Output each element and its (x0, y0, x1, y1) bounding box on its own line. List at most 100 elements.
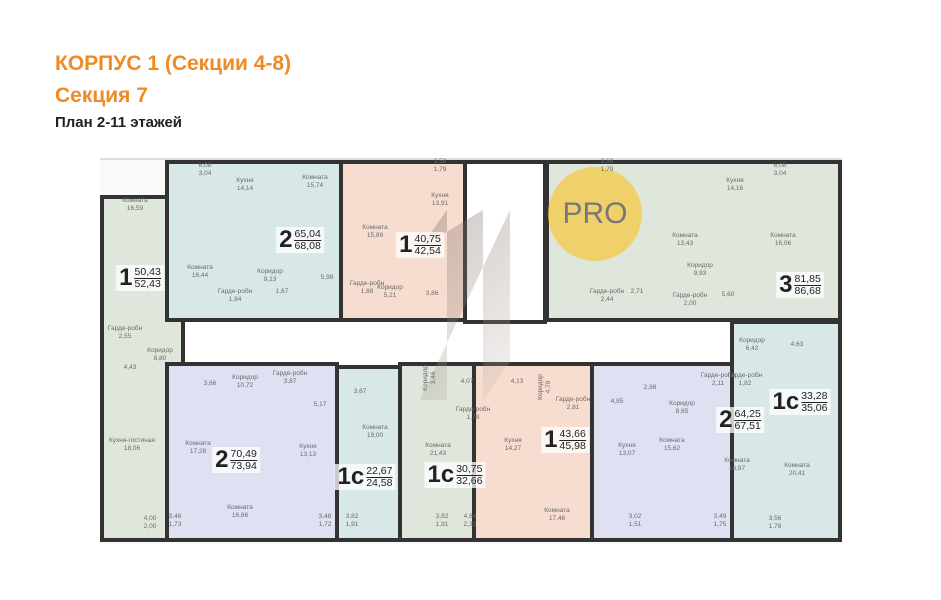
room-name: Кухня-гостиная (109, 437, 155, 444)
room-name: 3,82 (345, 513, 359, 520)
room-name: Коридор (669, 400, 695, 407)
room-name: 3,56 (768, 515, 782, 522)
apartment-6[interactable] (590, 362, 734, 542)
room-name: Гарде-робн (455, 406, 491, 413)
total-area: 67,51 (734, 419, 761, 432)
room-name: Кухня (618, 442, 636, 449)
room-name: Коридор (739, 337, 765, 344)
apartment-type: 2 (719, 406, 733, 433)
room-label: 4,85 (611, 398, 624, 406)
room-area: 5,60 (721, 291, 735, 298)
room-area: 1,91 (435, 521, 449, 528)
room-area: 10,72 (236, 382, 254, 389)
room-name: Гарде-робн (107, 325, 143, 332)
room-area: 4,85 (610, 398, 624, 405)
room-name: Кухня (504, 437, 522, 444)
living-area: 40,75 (414, 232, 441, 246)
room-area: 5,17 (313, 401, 327, 408)
room-name: 3,49 (713, 513, 727, 520)
total-area: 32,66 (456, 474, 483, 487)
room-area: 4,07 (460, 378, 474, 385)
total-area: 73,94 (230, 459, 257, 472)
room-name: Коридор (377, 284, 403, 291)
room-name: 4,64 (463, 513, 477, 520)
room-area: 15,74 (306, 182, 324, 189)
room-name: Коридор (687, 262, 713, 269)
room-area: 1,72 (318, 521, 332, 528)
room-area: 5,21 (383, 292, 397, 299)
room-name: Комната (544, 507, 570, 514)
room-area: 5,98 (320, 274, 334, 281)
room-name: Гарде-робн (700, 372, 736, 379)
room-area: 1,82 (738, 380, 752, 387)
room-name: 3,48 (318, 513, 332, 520)
room-area: 1,79 (466, 414, 480, 421)
room-name: 3,46 (168, 513, 182, 520)
room-area: 2,00 (143, 523, 157, 530)
room-area: 6,42 (745, 345, 759, 352)
living-area: 65,04 (294, 227, 321, 241)
room-label: 4,13 (511, 378, 524, 386)
living-area: 30,75 (456, 462, 483, 476)
apartment-type: 3 (779, 271, 793, 298)
apartment-type: 2 (215, 446, 229, 473)
room-area: 13,13 (299, 451, 317, 458)
room-name: Комната (784, 462, 810, 469)
room-name: Гарде-робн (349, 280, 385, 287)
room-area: 2,11 (711, 380, 725, 387)
room-name: Комната (724, 457, 750, 464)
room-area: 8,65 (675, 408, 689, 415)
room-label: 5,60 (722, 291, 735, 299)
room-area: 2,71 (630, 288, 644, 295)
section-title: Секция 7 (55, 84, 148, 107)
room-area: 2,00 (683, 300, 697, 307)
room-name: Комната (425, 442, 451, 449)
room-label: 4,63 (791, 341, 804, 349)
room-area: 14,16 (726, 185, 744, 192)
room-name: Гарде-робн (555, 396, 591, 403)
room-area: 8,80 (153, 355, 167, 362)
room-area: 4,63 (790, 341, 804, 348)
room-area: 3,66 (203, 380, 217, 387)
room-name: Комната (362, 224, 388, 231)
common-corridor (180, 322, 730, 364)
room-label: 4,43 (124, 364, 137, 372)
room-area: 9,13 (263, 276, 277, 283)
room-name: Гарде-робн (272, 370, 308, 377)
room-area: 14,14 (236, 185, 254, 192)
room-name: Кухня (299, 443, 317, 450)
room-area: 15,89 (366, 232, 384, 239)
room-area: 2,55 (118, 333, 132, 340)
